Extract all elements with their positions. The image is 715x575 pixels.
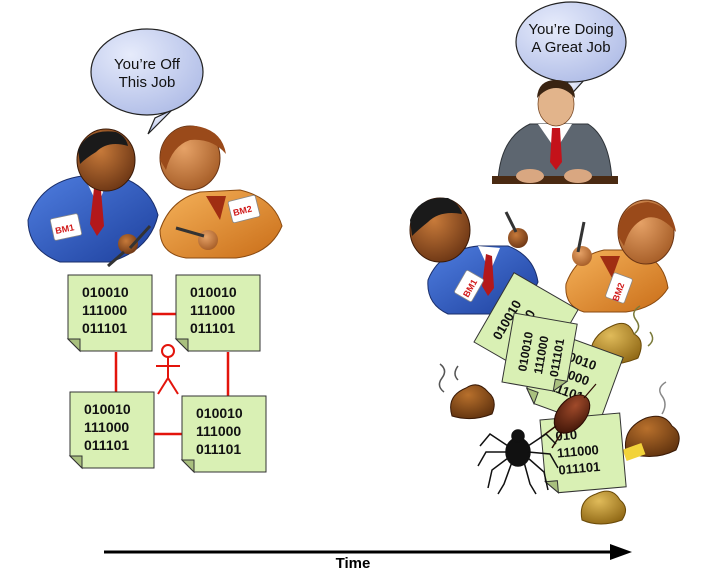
left-speech-line-1: You’re Off <box>114 56 180 73</box>
poop-icon <box>622 381 680 462</box>
document-binary-line: 011101 <box>547 337 568 378</box>
right-speech-text: You’re Doing A Great Job <box>521 21 621 57</box>
document-binary-line: 010010 <box>82 284 129 300</box>
document-binary-line: 011101 <box>558 459 601 478</box>
left-person-bm1 <box>27 128 159 268</box>
stick-figure <box>156 344 180 395</box>
document-binary-line: 011101 <box>82 320 127 336</box>
spider-icon <box>477 429 559 495</box>
document-binary-line: 010010 <box>196 405 243 421</box>
left-document-3: 010010 111000 011101 <box>68 391 155 470</box>
boss-figure <box>492 80 618 184</box>
document-binary-line: 011101 <box>84 437 129 453</box>
document-binary-line: 011101 <box>196 441 241 457</box>
document-binary-line: 011101 <box>190 320 235 336</box>
left-speech-bubble <box>90 28 204 135</box>
document-binary-line: 111000 <box>84 419 129 435</box>
left-speech-line-2: This Job <box>118 74 176 91</box>
right-documents: 0100101110000111010100101110000111010101… <box>473 272 627 494</box>
right-speech-line-2: A Great Job <box>531 39 611 56</box>
document-binary-line: 111000 <box>556 442 599 461</box>
left-person-bm2 <box>159 125 283 259</box>
document-binary-line: 111000 <box>82 302 127 318</box>
document-binary-line: 010010 <box>515 330 536 372</box>
document-binary-line: 010010 <box>84 401 131 417</box>
left-document-4: 010010 111000 011101 <box>180 395 267 474</box>
document-binary-line: 111000 <box>196 423 241 439</box>
document-binary-line: 111000 <box>190 302 235 318</box>
left-documents: 0100101110000111010100101110000111010100… <box>66 274 267 474</box>
left-badge-bm2: BM2 <box>232 204 253 218</box>
left-document-1: 010010 111000 011101 <box>66 274 153 353</box>
poop-icon <box>580 490 626 525</box>
left-document-2: 010010 111000 011101 <box>174 274 261 353</box>
right-person-bm2 <box>565 199 676 313</box>
right-speech-line-1: You’re Doing <box>528 21 614 38</box>
time-arrow <box>104 544 632 560</box>
left-badge-bm1: BM1 <box>54 222 75 236</box>
document-binary-line: 010010 <box>190 284 237 300</box>
time-axis-label: Time <box>335 555 371 572</box>
poop-icon <box>438 363 495 420</box>
right-speech-bubble <box>515 1 627 102</box>
left-document-connectors <box>114 312 230 436</box>
document-binary-line: 111000 <box>531 334 552 375</box>
left-speech-text: You’re Off This Job <box>102 56 192 92</box>
